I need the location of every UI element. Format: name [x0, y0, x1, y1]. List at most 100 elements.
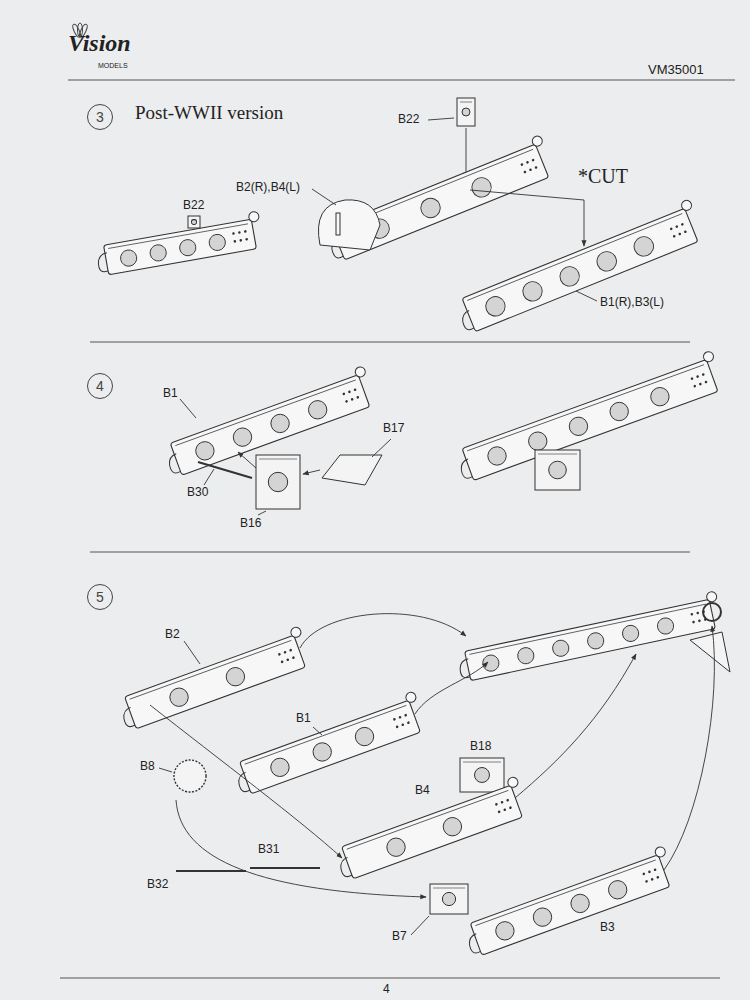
part-edge: [538, 454, 577, 455]
part-hole: [442, 892, 455, 905]
lightening-hole: [469, 175, 494, 200]
rivet: [342, 392, 345, 395]
b32-rod: [176, 870, 246, 872]
part-label: B30: [187, 486, 208, 500]
rivet: [696, 375, 699, 378]
lightening-hole: [631, 234, 656, 259]
page-number: 4: [383, 983, 390, 997]
leader-line: [312, 189, 336, 205]
leader-line: [372, 439, 391, 457]
end-hook: [166, 454, 182, 475]
lightening-hole: [306, 398, 330, 422]
rivet: [238, 231, 241, 234]
leader-line: [576, 291, 597, 301]
assembled-side-frame: [94, 211, 264, 276]
part-label: B1: [163, 387, 178, 401]
end-hook: [466, 934, 482, 955]
end-lug: [248, 211, 260, 223]
side-frame-b4: [331, 776, 530, 882]
rivet: [673, 235, 676, 238]
lightening-hole: [268, 412, 292, 436]
beam-flange: [175, 380, 355, 446]
leader-line: [180, 399, 196, 418]
part-body: [535, 450, 580, 490]
part-label: B4: [415, 784, 430, 798]
rivet: [681, 223, 684, 226]
part-label: B22: [398, 113, 419, 127]
assembly-wire: [300, 614, 466, 648]
step-number-text: 5: [96, 589, 104, 605]
part-label: B1: [296, 712, 311, 726]
logo-text: Vision: [68, 30, 131, 58]
assembly-wire: [664, 626, 714, 870]
lightening-hole: [531, 905, 555, 929]
beam-body: [470, 855, 670, 955]
part-hole: [268, 472, 287, 491]
assembly-wire: [176, 800, 426, 897]
assembled-frame: [452, 350, 726, 483]
rivet: [656, 876, 659, 879]
rivet: [233, 240, 236, 243]
lightening-hole: [119, 249, 138, 268]
lightening-hole: [607, 400, 631, 424]
lightening-hole: [551, 639, 570, 658]
rivet: [698, 619, 701, 622]
rivet: [699, 382, 702, 385]
end-lug: [654, 846, 667, 859]
rivet: [684, 230, 687, 233]
b16-part: [256, 455, 300, 509]
part-hole: [475, 768, 490, 783]
end-hook: [97, 253, 110, 273]
leader-line: [258, 511, 266, 515]
catalogue-number: VM35001: [648, 63, 704, 78]
part-edge: [460, 102, 472, 103]
beam-flange: [467, 365, 704, 451]
rivet: [693, 384, 696, 387]
rivet: [244, 230, 247, 233]
lightening-hole: [526, 429, 550, 453]
part-label: B31: [258, 843, 279, 857]
rivet: [404, 714, 407, 717]
lightening-hole: [557, 264, 582, 289]
footer-rule: [60, 977, 720, 978]
rivet: [648, 870, 651, 873]
b7-part: [430, 884, 468, 914]
armour-plate: [318, 200, 380, 250]
end-hook: [460, 310, 476, 331]
beam-body: [342, 785, 523, 879]
step-number: 4: [87, 373, 113, 399]
rivet: [704, 380, 707, 383]
beam-body: [125, 635, 306, 729]
assembly-wire: [515, 654, 636, 798]
end-lug: [289, 626, 302, 639]
rivet: [500, 801, 503, 804]
step-separator: [90, 342, 690, 343]
rivet: [232, 232, 235, 235]
rivet: [353, 388, 356, 391]
b22-part: [457, 98, 475, 126]
rivet: [398, 716, 401, 719]
leader-line: [204, 469, 214, 485]
end-lug: [404, 691, 417, 704]
beam-body: [240, 700, 421, 794]
assembly-wire: [150, 705, 342, 858]
leader-line: [184, 641, 200, 664]
part-body: [457, 98, 475, 126]
lightening-hole: [149, 243, 168, 262]
lightening-hole: [224, 665, 248, 689]
end-hook: [458, 659, 472, 679]
lightening-hole: [567, 415, 591, 439]
side-frame-b2: [114, 626, 313, 732]
rivet: [395, 725, 398, 728]
assembly-wire: [415, 662, 488, 714]
assembled-trail: [455, 591, 723, 683]
b17-part: [322, 455, 382, 485]
lightening-hole: [178, 238, 197, 257]
lightening-hole: [621, 624, 640, 643]
part-edge: [433, 888, 465, 889]
side-frame-b3: [460, 846, 677, 959]
lightening-hole: [648, 385, 672, 409]
step-number-text: 3: [96, 109, 104, 125]
lightening-hole: [310, 740, 334, 764]
